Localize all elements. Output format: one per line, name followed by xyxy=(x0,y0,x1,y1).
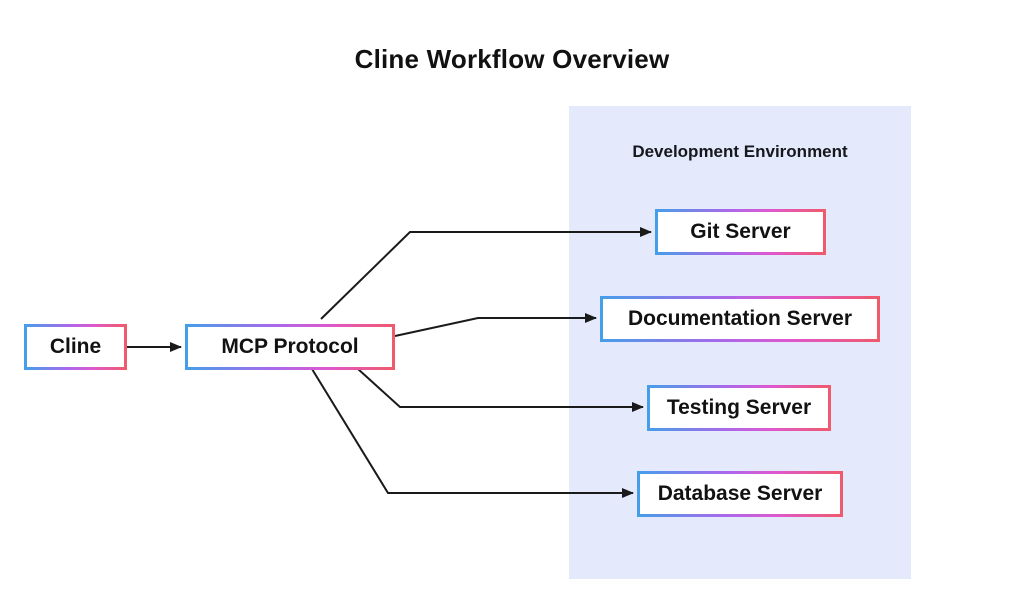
edge-mcp-to-docs xyxy=(394,313,597,337)
node-mcp-protocol[interactable]: MCP Protocol xyxy=(185,324,395,370)
node-documentation-server[interactable]: Documentation Server xyxy=(600,296,880,342)
diagram-title: Cline Workflow Overview xyxy=(354,44,670,74)
development-environment-label: Development Environment xyxy=(632,142,848,161)
node-cline[interactable]: Cline xyxy=(24,324,127,370)
node-git-server[interactable]: Git Server xyxy=(655,209,826,255)
node-database-server[interactable]: Database Server xyxy=(637,471,843,517)
node-testing-server[interactable]: Testing Server xyxy=(647,385,831,431)
